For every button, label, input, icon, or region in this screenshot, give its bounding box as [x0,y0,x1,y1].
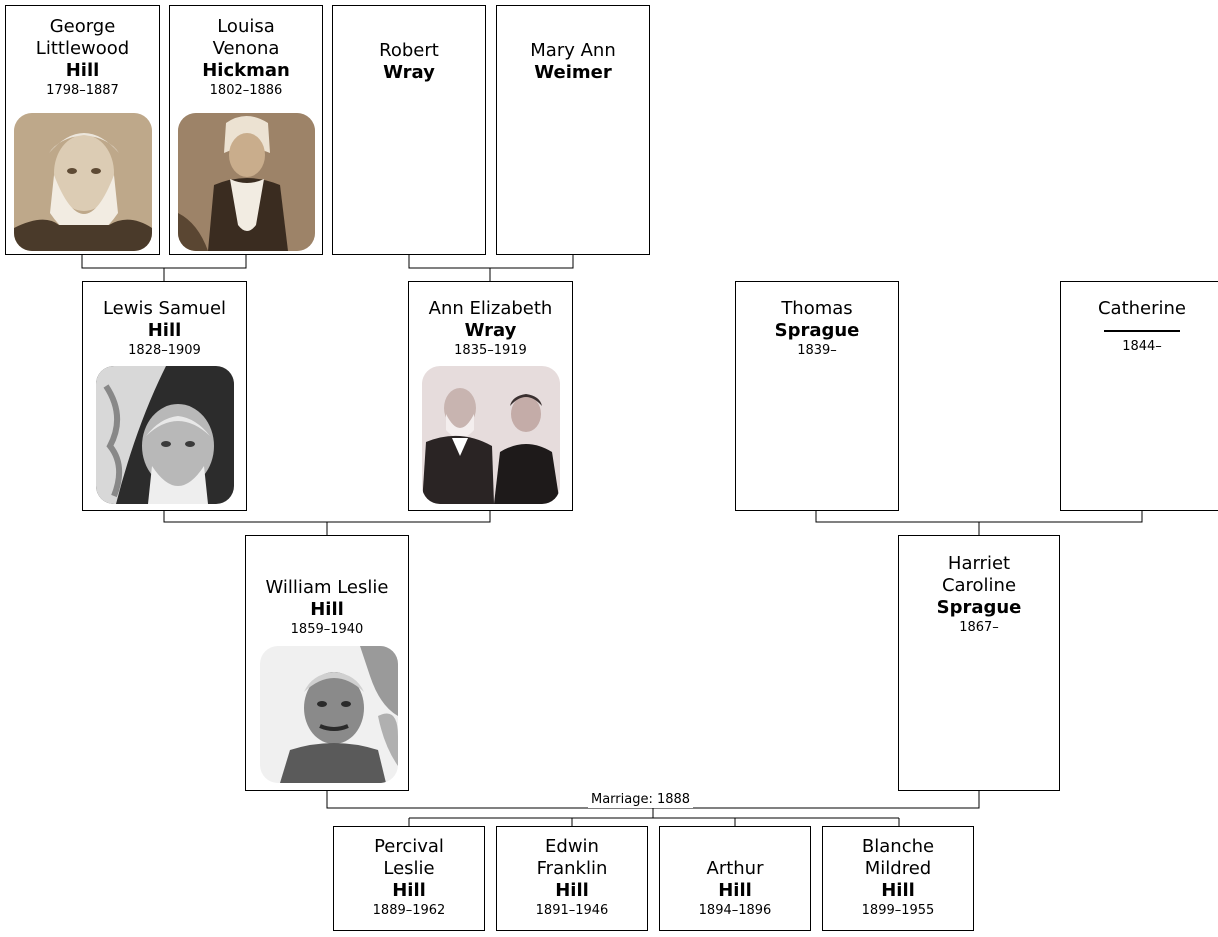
life-years: 1839– [797,343,837,358]
person-card-catherine[interactable]: Catherine 1844– [1060,281,1218,511]
life-years: 1844– [1122,339,1162,354]
portrait-photo-icon [178,113,315,251]
person-card-blanche-hill[interactable]: Blanche Mildred Hill 1899–1955 [822,826,974,931]
given-name: Blanche Mildred [861,836,935,879]
life-years: 1867– [959,620,999,635]
person-card-robert-wray[interactable]: Robert Wray [332,5,486,255]
marriage-label: Marriage: 1888 [588,791,694,808]
portrait-photo-icon [422,366,560,504]
surname: Wray [383,62,435,83]
surname: Hill [718,880,752,901]
surname: Sprague [936,597,1022,618]
person-card-ann-wray[interactable]: Ann Elizabeth Wray 1835–1919 [408,281,573,511]
surname: Sprague [774,320,860,341]
person-card-louisa-hickman[interactable]: Louisa Venona Hickman 1802–1886 [169,5,323,255]
person-card-mary-ann-weimer[interactable]: Mary Ann Weimer [496,5,650,255]
portrait-photo-icon [14,113,152,251]
surname: Wray [464,320,517,341]
life-years: 1835–1919 [454,343,527,358]
given-name: William Leslie [265,577,389,598]
person-card-lewis-hill[interactable]: Lewis Samuel Hill 1828–1909 [82,281,247,511]
given-name: Catherine [1097,298,1187,319]
given-name: Ann Elizabeth [428,298,553,319]
life-years: 1891–1946 [535,903,609,918]
portrait-photo-icon [96,366,234,504]
surname: Weimer [534,62,612,83]
given-name: Thomas [781,298,853,319]
life-years: 1828–1909 [128,343,201,358]
given-name: George Littlewood [35,16,130,59]
person-card-thomas-sprague[interactable]: Thomas Sprague 1839– [735,281,899,511]
surname: Hill [310,599,344,620]
surname: Hill [392,880,426,901]
person-card-harriet-sprague[interactable]: Harriet Caroline Sprague 1867– [898,535,1060,791]
surname: Hill [65,60,100,81]
surname: Hill [147,320,182,341]
person-card-george-hill[interactable]: George Littlewood Hill 1798–1887 [5,5,160,255]
given-name: Lewis Samuel [102,298,227,319]
given-name: Edwin Franklin [536,836,608,879]
person-card-percival-hill[interactable]: Percival Leslie Hill 1889–1962 [333,826,485,931]
surname: Hill [555,880,589,901]
surname: Hickman [202,60,290,81]
life-years: 1798–1887 [46,83,119,98]
life-years: 1899–1955 [861,903,935,918]
given-name: Robert [379,40,439,61]
life-years: 1859–1940 [290,622,364,637]
life-years: 1802–1886 [209,83,283,98]
life-years: 1889–1962 [372,903,446,918]
given-name: Mary Ann [530,40,616,61]
given-name: Arthur [706,858,764,879]
portrait-photo-icon [260,646,398,783]
surname: Hill [881,880,915,901]
life-years: 1894–1896 [698,903,772,918]
person-card-edwin-hill[interactable]: Edwin Franklin Hill 1891–1946 [496,826,648,931]
given-name: Louisa Venona [212,16,280,59]
person-card-william-hill[interactable]: William Leslie Hill 1859–1940 [245,535,409,791]
given-name: Percival Leslie [374,836,444,879]
given-name: Harriet Caroline [941,553,1017,596]
unknown-surname-line [1104,330,1180,332]
person-card-arthur-hill[interactable]: Arthur Hill 1894–1896 [659,826,811,931]
